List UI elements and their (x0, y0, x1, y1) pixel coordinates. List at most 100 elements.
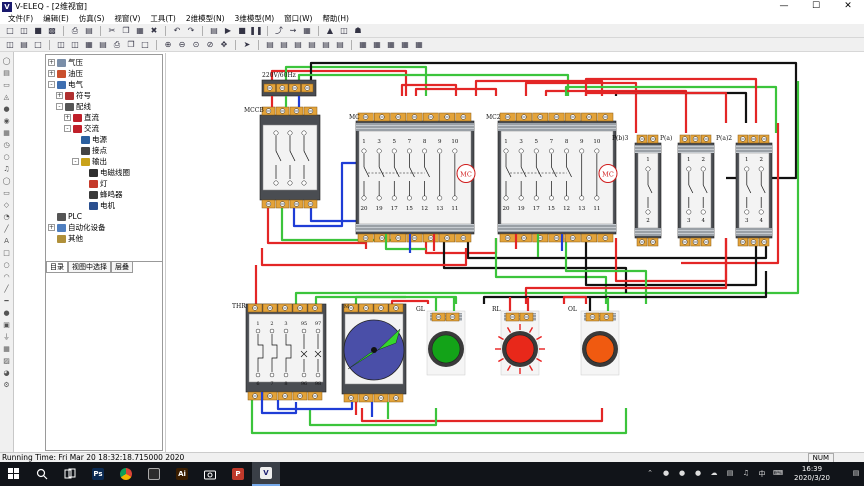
copy-icon[interactable]: ❐ (122, 26, 130, 35)
menu-window[interactable]: 窗口(W) (284, 14, 313, 23)
redo-icon[interactable]: ↷ (187, 26, 195, 35)
tool-gauge-icon[interactable]: ◔ (3, 213, 10, 221)
paste-icon[interactable]: ▦ (136, 26, 144, 35)
select-arrow-icon[interactable]: ➤ (243, 40, 251, 49)
view-window-icon[interactable]: □ (34, 40, 42, 49)
power-supply-terminal[interactable] (261, 79, 317, 97)
tree-item[interactable]: +自动化设备 (48, 222, 162, 233)
tool-line-icon[interactable]: ╱ (4, 225, 9, 233)
tab-catalog[interactable]: 目录 (46, 262, 68, 273)
tray-chevron-icon[interactable]: ⌃ (647, 469, 653, 477)
view-split-icon[interactable]: ◫ (6, 40, 14, 49)
task-view-icon[interactable] (56, 462, 84, 486)
menu-3d-model[interactable]: 3维模型(M) (234, 14, 275, 23)
tray-chat-icon[interactable]: ● (694, 469, 702, 477)
front-icon[interactable]: ▦ (387, 40, 395, 49)
book-icon[interactable]: ☗ (354, 26, 362, 35)
calculator-icon[interactable] (140, 462, 168, 486)
tool-cylinder-icon[interactable]: ▭ (3, 81, 10, 89)
tree-item[interactable]: PLC (48, 211, 162, 222)
tool-filter-icon[interactable]: ◇ (3, 201, 10, 209)
tray-app-icon[interactable]: ● (678, 469, 686, 477)
search-icon[interactable] (28, 462, 56, 486)
tool-relay-icon[interactable]: ▦ (3, 129, 10, 137)
tool-wire-icon[interactable]: ━ (4, 297, 9, 305)
wire-tool-icon[interactable]: ⤴ (275, 26, 283, 35)
motor-m[interactable] (341, 303, 407, 403)
tray-network-icon[interactable]: ▤ (726, 469, 734, 477)
zoom-fit-icon[interactable]: ⊙ (192, 40, 200, 49)
print-icon[interactable]: ⎙ (71, 25, 79, 35)
connect-icon[interactable]: ⇝ (289, 26, 297, 35)
print-preview-icon[interactable]: ▤ (85, 26, 93, 35)
align-center-icon[interactable]: ▤ (280, 40, 288, 49)
lock-icon[interactable]: ▦ (415, 40, 423, 49)
grid-icon[interactable]: ▦ (303, 26, 311, 35)
save-icon[interactable]: ■ (34, 26, 42, 35)
tree-expander-icon[interactable]: + (64, 114, 71, 121)
tree-expander-icon[interactable]: - (56, 103, 63, 110)
tool-junction-icon[interactable]: ● (3, 309, 10, 317)
tray-volume-icon[interactable]: ♫ (742, 469, 750, 477)
tool-tank-icon[interactable]: ▭ (3, 189, 10, 197)
tree-item[interactable]: 其他 (48, 233, 162, 244)
tree-item[interactable]: -交流 (48, 123, 162, 134)
print2-icon[interactable]: ⎙ (113, 39, 121, 49)
view-panel-icon[interactable]: ▤ (20, 40, 28, 49)
taskbar-clock[interactable]: 16:39 2020/3/20 (786, 465, 838, 483)
lamp-rl[interactable] (495, 310, 545, 376)
group-icon[interactable]: ▦ (359, 40, 367, 49)
tree-item[interactable]: -配线 (48, 101, 162, 112)
tool-motor-icon[interactable]: ◉ (3, 117, 10, 125)
tree-expander-icon[interactable]: + (56, 92, 63, 99)
undo-icon[interactable]: ↶ (173, 26, 181, 35)
tree-item[interactable]: 电机 (48, 200, 162, 211)
tool-plc-icon[interactable]: ▦ (3, 345, 10, 353)
run-icon[interactable]: ▶ (224, 26, 232, 35)
tool-io-icon[interactable]: ▨ (3, 357, 10, 365)
tree-item[interactable]: +气压 (48, 57, 162, 68)
align-top-icon[interactable]: ▤ (308, 40, 316, 49)
tree-expander-icon[interactable]: - (64, 125, 71, 132)
tab-layers[interactable]: 层叠 (111, 262, 133, 273)
tool-polyline-icon[interactable]: ╱ (4, 285, 9, 293)
windows-start-icon[interactable] (0, 462, 28, 486)
cut-icon[interactable]: ✂ (108, 26, 116, 35)
tool-sensor-icon[interactable]: ● (3, 105, 10, 113)
ungroup-icon[interactable]: ▦ (373, 40, 381, 49)
zoom-in-icon[interactable]: ⊕ (164, 40, 172, 49)
menu-tools[interactable]: 工具(T) (150, 14, 176, 23)
tree-item[interactable]: -电气 (48, 79, 162, 90)
tree-expander-icon[interactable]: + (48, 59, 55, 66)
tool-lamp-icon[interactable]: ○ (3, 153, 10, 161)
close-icon[interactable]: ✕ (844, 1, 852, 11)
chrome-icon[interactable] (112, 462, 140, 486)
3d-view-icon[interactable]: ▲ (326, 26, 334, 35)
tree-item[interactable]: 电磁线圈 (48, 167, 162, 178)
folder-icon[interactable]: ◫ (71, 40, 79, 49)
tray-wechat-icon[interactable]: ● (662, 469, 670, 477)
tool-pneumatic-icon[interactable]: ◯ (2, 57, 11, 65)
menu-help[interactable]: 帮助(H) (322, 14, 349, 23)
tool-valve-icon[interactable]: ▤ (3, 69, 10, 77)
open-icon[interactable]: ◫ (57, 40, 65, 49)
tool-timer-icon[interactable]: ◷ (3, 141, 10, 149)
distribute-icon[interactable]: ▤ (336, 40, 344, 49)
powerpoint-icon[interactable]: P (224, 462, 252, 486)
tree-item[interactable]: +直流 (48, 112, 162, 123)
relay-pb3[interactable]: 12 (634, 134, 662, 247)
tree-item[interactable]: -输出 (48, 156, 162, 167)
menu-2d-model[interactable]: 2维模型(N) (185, 14, 225, 23)
save-all-icon[interactable]: ▩ (48, 26, 56, 35)
photoshop-icon[interactable]: Ps (92, 468, 104, 480)
tree-item[interactable]: +符号 (48, 90, 162, 101)
tab-view-select[interactable]: 视图中选择 (68, 262, 111, 273)
maximize-icon[interactable]: ☐ (811, 1, 821, 11)
mccb-breaker[interactable] (259, 106, 321, 209)
menu-edit[interactable]: 编辑(E) (43, 14, 69, 23)
minimize-icon[interactable]: — (779, 1, 789, 11)
